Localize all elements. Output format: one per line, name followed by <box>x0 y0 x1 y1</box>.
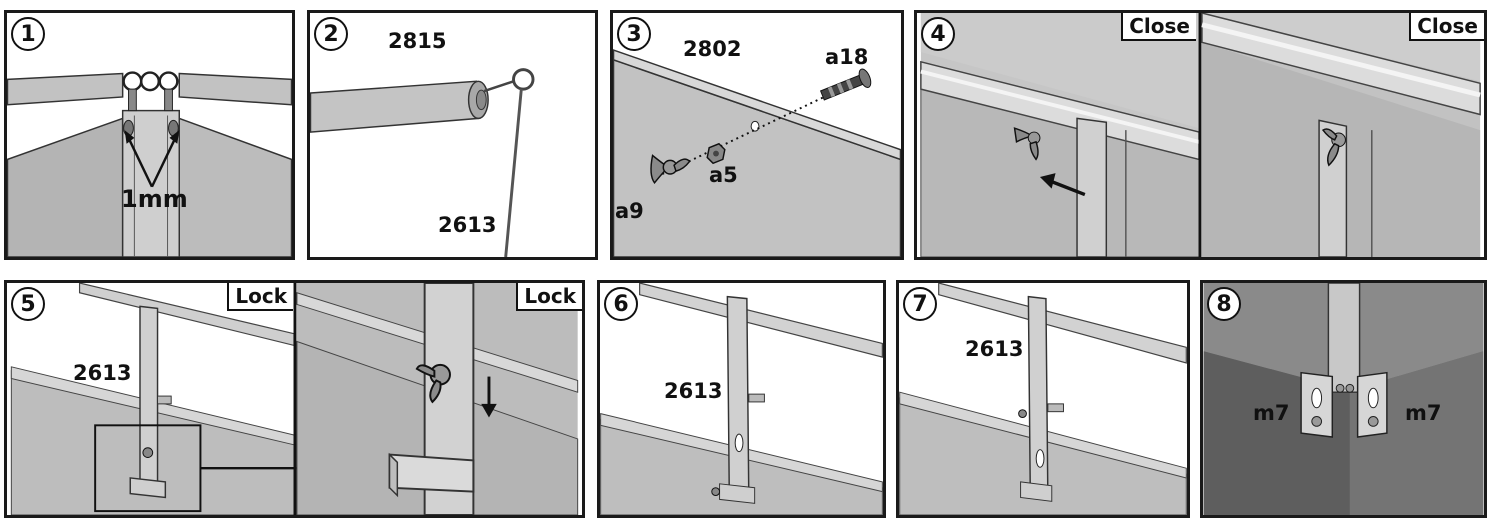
close-tag-right: Close <box>1409 13 1484 41</box>
gable-joint-illustration <box>7 13 292 257</box>
part-2613-label: 2613 <box>664 379 723 403</box>
part-a9-label: a9 <box>615 199 644 223</box>
step-number: 1 <box>11 17 45 51</box>
step-number: 7 <box>903 287 937 321</box>
part-2815-label: 2815 <box>388 29 447 53</box>
part-2802-label: 2802 <box>683 37 742 61</box>
step-number: 8 <box>1207 287 1241 321</box>
step-6-panel: 6 2613 <box>597 280 886 518</box>
step-number: 2 <box>314 17 348 51</box>
step-3-panel: 3 2802 a18 a5 a9 <box>610 10 904 260</box>
lock-tag-left: Lock <box>227 283 293 311</box>
rod-slot-illustration <box>600 283 883 515</box>
step-number: 4 <box>921 17 955 51</box>
step-number: 3 <box>617 17 651 51</box>
part-2613-label: 2613 <box>73 361 132 385</box>
close-latch-illustration <box>920 13 1481 257</box>
lock-tag-right: Lock <box>516 283 582 311</box>
step-4-panel: 4 Close Close <box>914 10 1487 260</box>
step-number: 5 <box>11 287 45 321</box>
part-m7-right-label: m7 <box>1405 401 1442 425</box>
part-a18-label: a18 <box>825 45 869 69</box>
step-7-panel: 7 2613 <box>896 280 1190 518</box>
close-tag-left: Close <box>1121 13 1196 41</box>
step-5-panel: 5 Lock Lock 2613 <box>4 280 585 518</box>
bolt-assembly-illustration <box>613 13 901 257</box>
part-a5-label: a5 <box>709 163 738 187</box>
part-2613-label: 2613 <box>965 337 1024 361</box>
gap-label: 1mm <box>121 185 188 213</box>
step-1-panel: 1 1mm <box>4 10 295 260</box>
step-8-panel: 8 m7 m7 <box>1200 280 1487 518</box>
part-2613-label: 2613 <box>438 213 497 237</box>
rod-installed-illustration <box>899 283 1187 515</box>
step-2-panel: 2 2815 2613 <box>307 10 598 260</box>
step-number: 6 <box>604 287 638 321</box>
lock-latch-illustration <box>10 283 579 515</box>
rod-hook-illustration <box>310 13 595 257</box>
part-m7-left-label: m7 <box>1253 401 1290 425</box>
corner-bracket-illustration <box>1203 283 1484 515</box>
